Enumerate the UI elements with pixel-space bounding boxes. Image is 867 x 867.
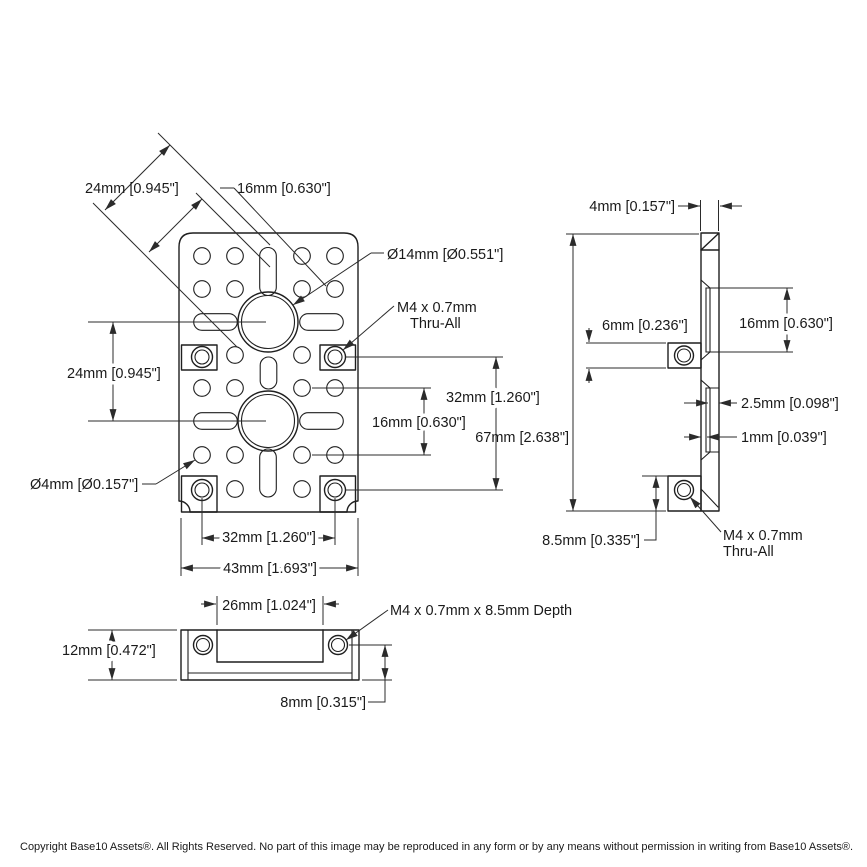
- dim-bottom-32mm: 32mm [1.260"]: [222, 530, 316, 546]
- dim-inner-26mm: 26mm [1.024"]: [222, 598, 316, 614]
- side-recess-1: [700, 279, 720, 361]
- dim-boss-8-5mm: 8.5mm [0.335"]: [542, 533, 640, 549]
- dim-hole-14mm: Ø14mm [Ø0.551"]: [387, 247, 503, 263]
- side-m4-thread-label-line2: Thru-All: [723, 544, 774, 560]
- side-recess-2: [700, 379, 720, 461]
- front-m4-bosses: [180, 344, 357, 513]
- copyright-text: Copyright Base10 Assets®. All Rights Res…: [20, 841, 853, 853]
- dim-right-32mm: 32mm [1.260"]: [446, 390, 540, 406]
- dim-boss-6mm: 6mm [0.236"]: [602, 318, 688, 334]
- dim-vertical-24mm: 24mm [0.945"]: [67, 366, 161, 382]
- dim-thickness-4mm: 4mm [0.157"]: [589, 199, 675, 215]
- dim-height-67mm: 67mm [2.638"]: [475, 430, 569, 446]
- side-m4-thread-label-line1: M4 x 0.7mm: [723, 528, 803, 544]
- front-m4-thread-label-line2: Thru-All: [410, 316, 461, 332]
- dim-hole-4mm: Ø4mm [Ø0.157"]: [30, 477, 138, 493]
- dim-height-12mm: 12mm [0.472"]: [62, 643, 156, 659]
- front-view: [178, 232, 359, 513]
- dim-width-43mm: 43mm [1.693"]: [223, 561, 317, 577]
- side-m4-bosses: [667, 342, 702, 512]
- front-m4-thread-label-line1: M4 x 0.7mm: [397, 300, 477, 316]
- dim-right-16mm: 16mm [0.630"]: [372, 415, 466, 431]
- dim-diagonal-24mm: 24mm [0.945"]: [85, 181, 179, 197]
- dim-m4-depth-label: M4 x 0.7mm x 8.5mm Depth: [390, 603, 572, 619]
- front-slots: [193, 246, 344, 498]
- dimension-lines: [88, 132, 793, 703]
- side-view: [667, 232, 720, 512]
- dim-recess-depth-2-5mm: 2.5mm [0.098"]: [741, 396, 839, 412]
- dim-offset-8mm: 8mm [0.315"]: [280, 695, 366, 711]
- front-14mm-bores: [237, 291, 299, 452]
- front-small-holes: [193, 247, 344, 498]
- dim-recess-16mm: 16mm [0.630"]: [739, 316, 833, 332]
- dim-diagonal-16mm: 16mm [0.630"]: [237, 181, 331, 197]
- dim-wall-1mm: 1mm [0.039"]: [741, 430, 827, 446]
- bottom-view: [180, 629, 360, 681]
- dimension-labels: 24mm [0.945"] 16mm [0.630"] Ø14mm [Ø0.55…: [30, 181, 839, 711]
